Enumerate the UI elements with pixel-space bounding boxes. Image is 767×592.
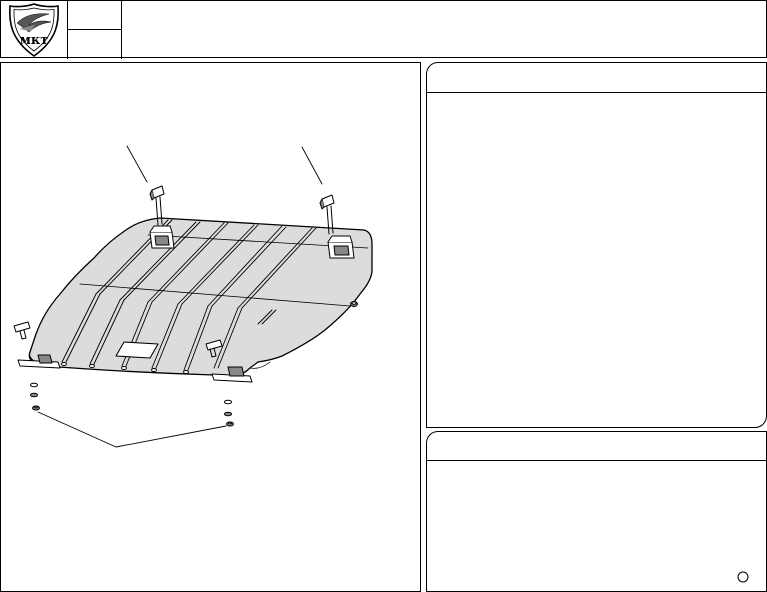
left-fastener-stack <box>30 382 40 411</box>
stiffening-ribs <box>61 219 317 371</box>
right-fastener-stack <box>224 399 234 427</box>
drawing-code-cell-bottom <box>68 30 122 59</box>
rear-right-bolt <box>319 194 335 235</box>
assembly-drawing-panel <box>0 62 421 592</box>
title-cell <box>122 1 767 59</box>
front-left-bracket <box>17 354 61 369</box>
leader-line-right <box>301 146 323 185</box>
logo-text: мкт <box>20 33 49 48</box>
parts-list-panel <box>426 62 767 428</box>
front-right-bracket <box>211 366 253 383</box>
transverse-crease <box>79 283 351 307</box>
logo-cell: мкт <box>1 1 68 59</box>
side-nut <box>350 301 358 307</box>
center-bolt <box>205 339 223 358</box>
skid-plate <box>28 217 373 377</box>
skid-plate-drawing <box>13 145 373 448</box>
rear-left-bracket <box>149 225 175 249</box>
notes-panel <box>426 431 767 592</box>
leader-line-left <box>126 145 148 183</box>
front-left-bolt <box>13 321 31 340</box>
service-hatch <box>115 341 159 359</box>
rear-right-bracket <box>327 235 355 259</box>
brand-shield-icon: мкт <box>8 3 60 57</box>
rear-left-bolt <box>149 185 165 226</box>
title-block: мкт <box>0 0 767 59</box>
notes-header <box>427 432 766 461</box>
drawing-code-cell-top <box>68 1 122 30</box>
fastener-leader <box>37 411 227 448</box>
rib-end-tabs <box>61 362 189 374</box>
circle-marker-icon <box>737 571 749 583</box>
parts-list-header <box>427 63 766 93</box>
